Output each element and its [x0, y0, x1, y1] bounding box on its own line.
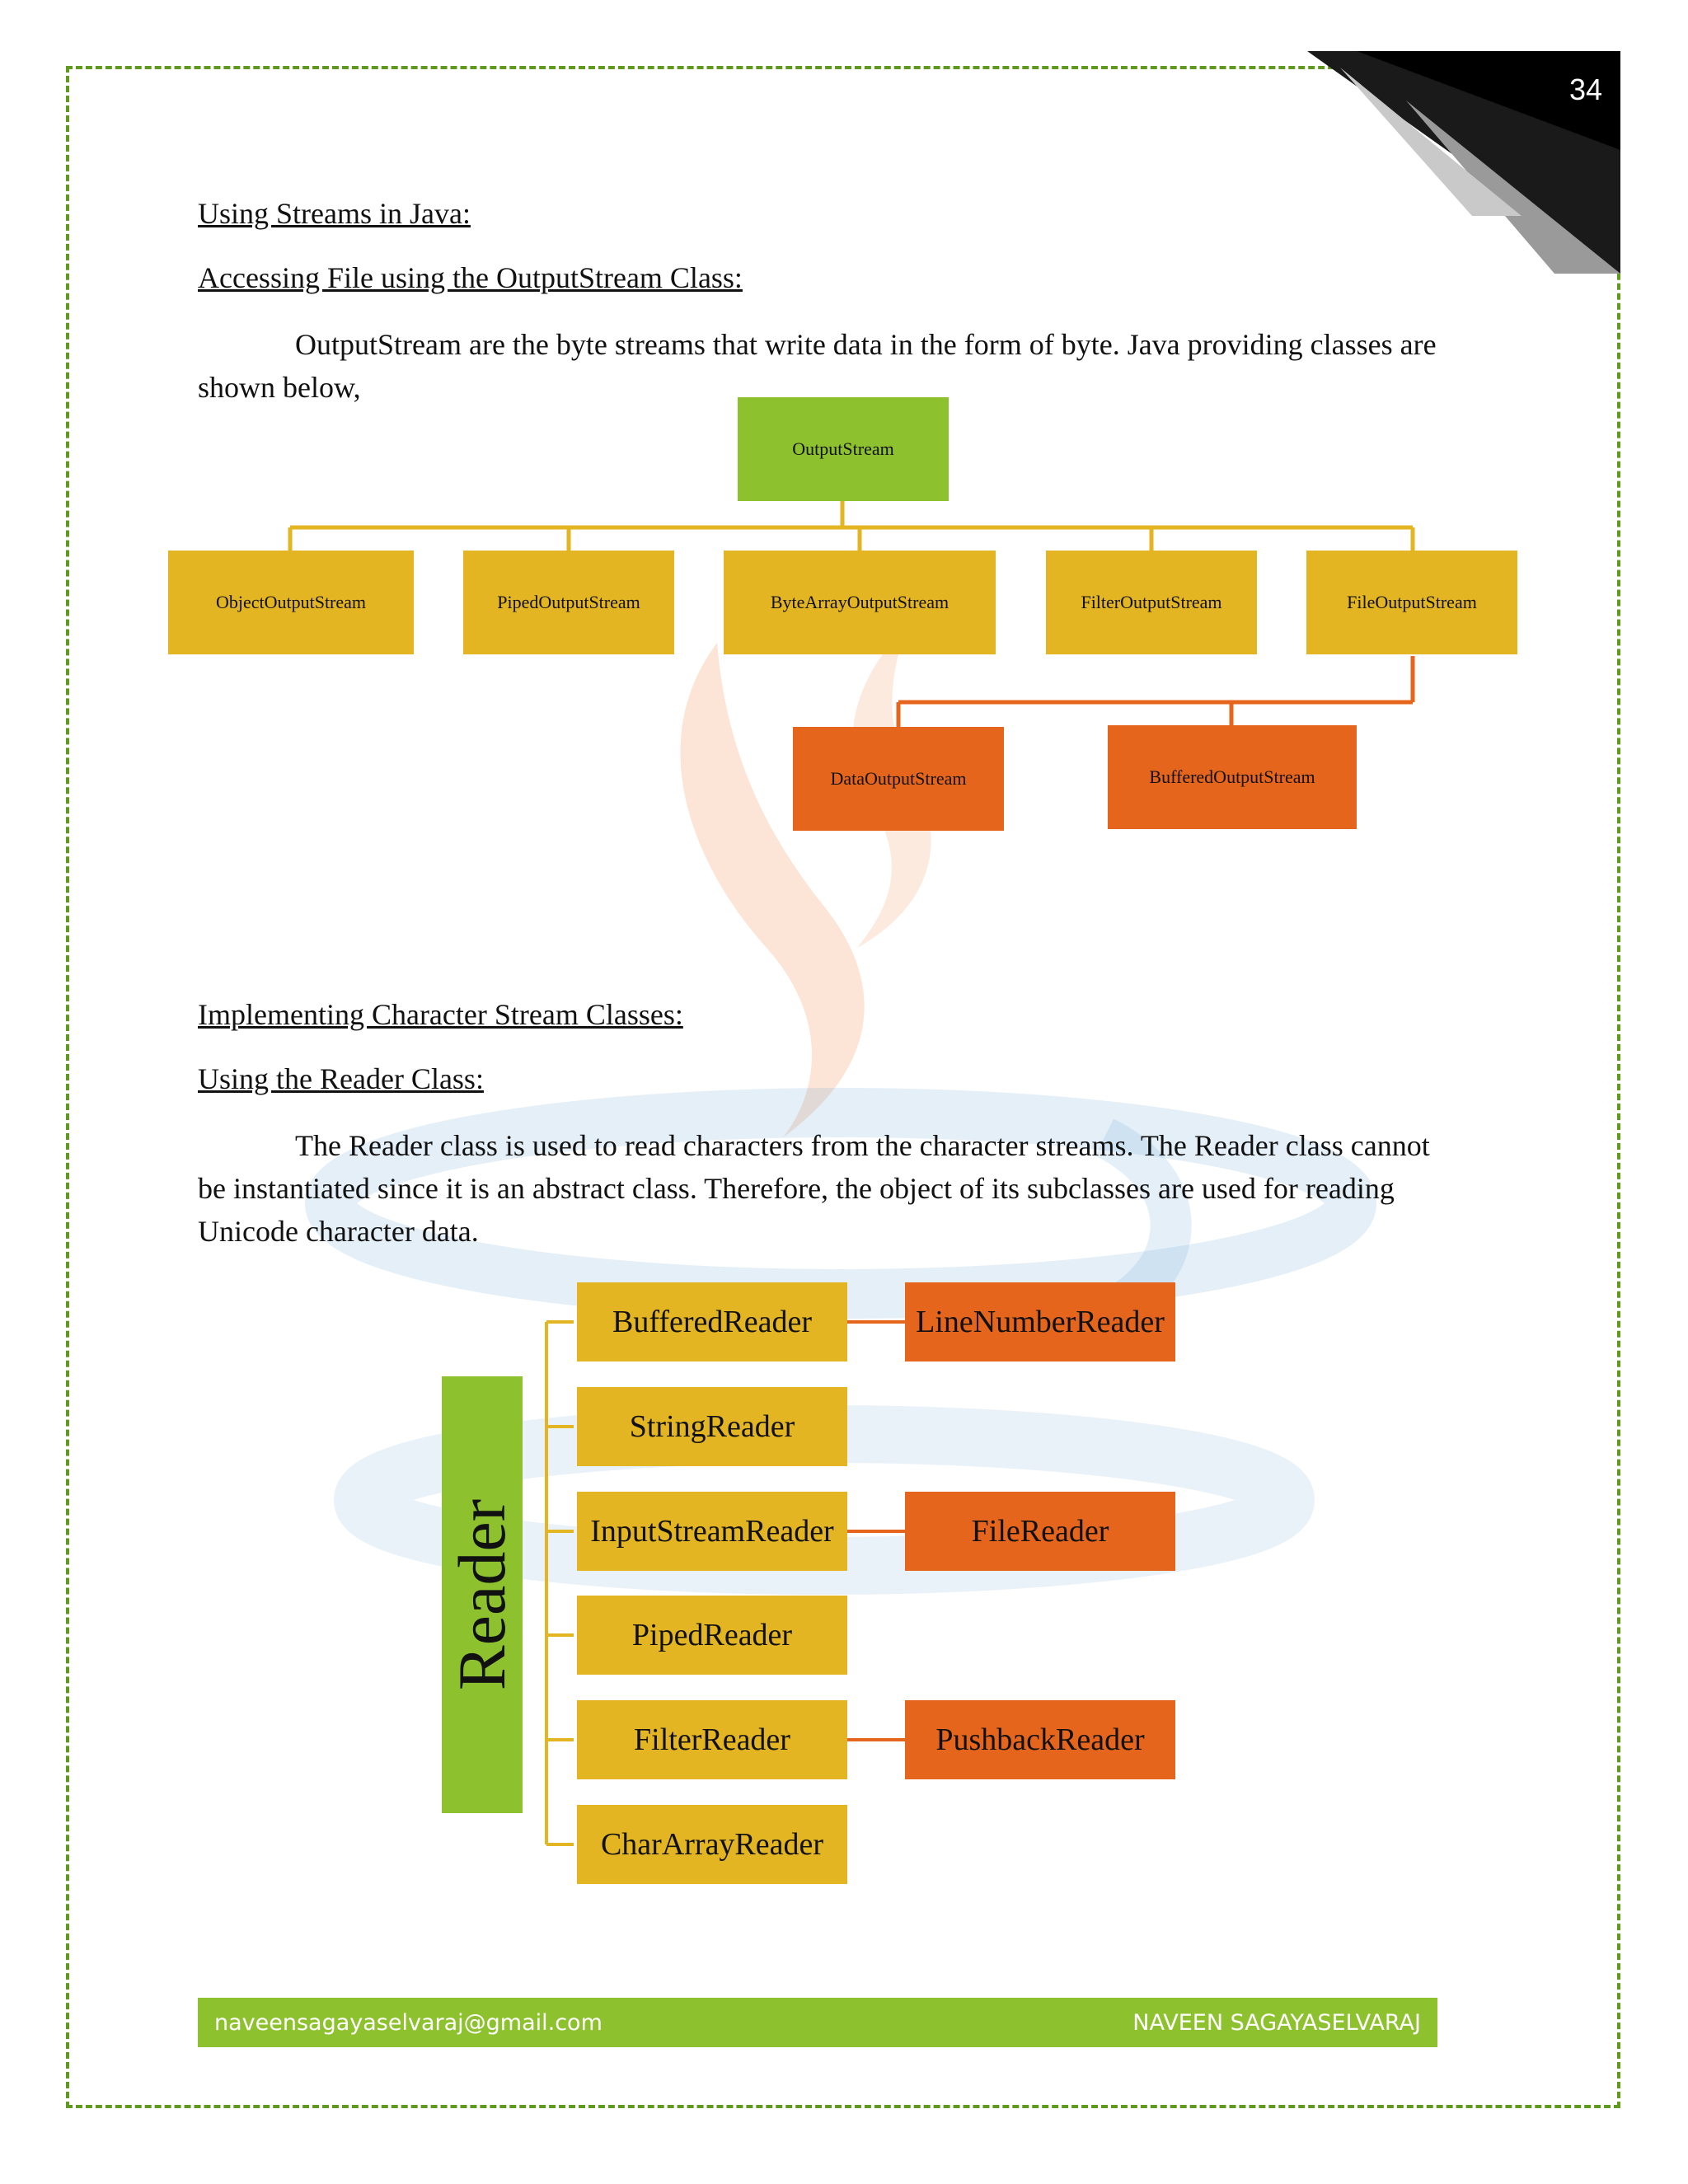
filter-reader-box: FilterReader	[577, 1700, 847, 1779]
page-footer: naveensagayaselvaraj@gmail.com NAVEEN SA…	[198, 1998, 1437, 2047]
heading-accessing-file: Accessing File using the OutputStream Cl…	[198, 261, 743, 294]
reader-root-box: Reader	[442, 1376, 523, 1813]
heading-using-streams: Using Streams in Java:	[198, 197, 471, 230]
input-stream-reader-box: InputStreamReader	[577, 1492, 847, 1571]
string-reader-box: StringReader	[577, 1387, 847, 1466]
paragraph-output-intro: OutputStream are the byte streams that w…	[198, 328, 1437, 404]
heading-using-reader: Using the Reader Class:	[198, 1062, 484, 1095]
output-stream-root: OutputStream	[738, 397, 949, 501]
page-number: 34	[1568, 73, 1602, 106]
footer-email: naveensagayaselvaraj@gmail.com	[214, 2009, 603, 2036]
buffered-output-stream-box: BufferedOutputStream	[1108, 725, 1357, 829]
byte-array-output-stream-box: ByteArrayOutputStream	[724, 551, 996, 654]
file-output-stream-box: FileOutputStream	[1306, 551, 1517, 654]
page-border	[66, 66, 1620, 2108]
pushback-reader-box: PushbackReader	[905, 1700, 1175, 1779]
footer-author: NAVEEN SAGAYASELVARAJ	[1132, 2009, 1421, 2036]
corner-decoration	[1307, 51, 1620, 274]
buffered-reader-box: BufferedReader	[577, 1282, 847, 1361]
char-array-reader-box: CharArrayReader	[577, 1805, 847, 1884]
piped-reader-box: PipedReader	[577, 1596, 847, 1675]
filter-output-stream-box: FilterOutputStream	[1046, 551, 1257, 654]
file-reader-box: FileReader	[905, 1492, 1175, 1571]
reader-root-label: Reader	[444, 1498, 519, 1691]
line-number-reader-box: LineNumberReader	[905, 1282, 1175, 1361]
object-output-stream-box: ObjectOutputStream	[168, 551, 414, 654]
piped-output-stream-box: PipedOutputStream	[463, 551, 674, 654]
paragraph-reader-intro: The Reader class is used to read charact…	[198, 1129, 1430, 1248]
heading-implementing-character: Implementing Character Stream Classes:	[198, 998, 683, 1031]
data-output-stream-box: DataOutputStream	[793, 727, 1004, 831]
